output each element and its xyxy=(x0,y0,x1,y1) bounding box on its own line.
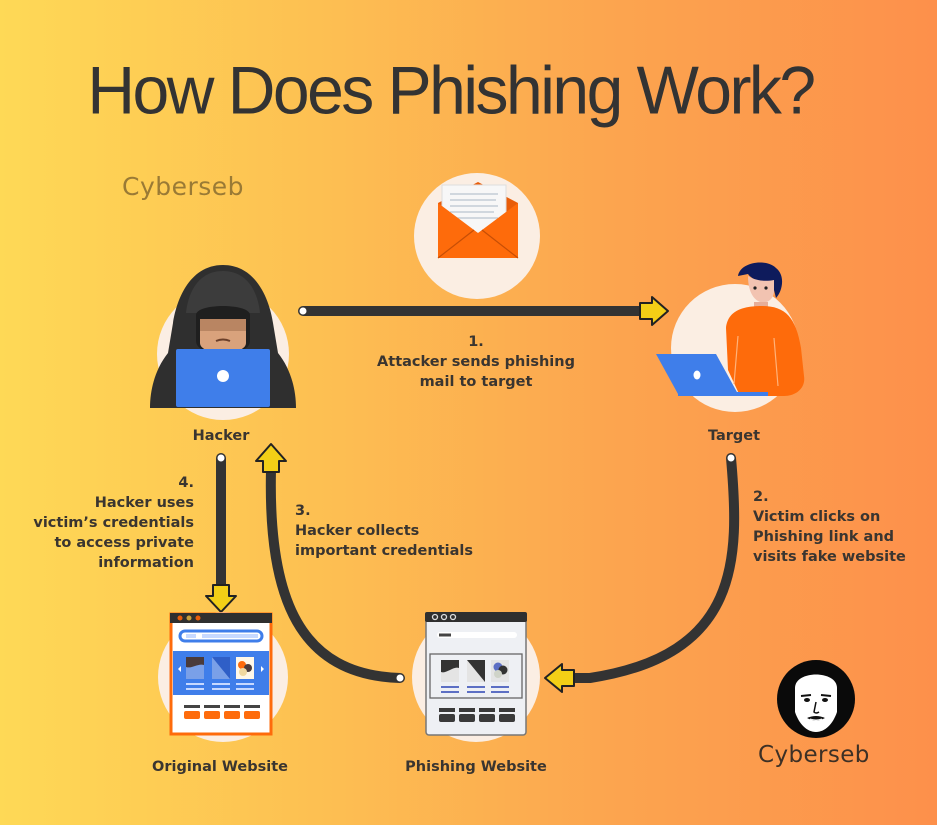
arrow-head-left-icon xyxy=(544,663,575,693)
arrow-step-1 xyxy=(298,296,669,326)
step-4-line: victim’s credentials xyxy=(33,515,194,531)
brand-name: Cyberseb xyxy=(758,742,870,768)
step-2-number: 2. xyxy=(753,489,769,505)
arrow-head-down-icon xyxy=(205,584,237,613)
step-2-text: 2. Victim clicks on Phishing link and vi… xyxy=(753,487,933,567)
step-1-number: 1. xyxy=(468,334,484,350)
step-3-line: Hacker collects xyxy=(295,523,420,539)
person-laptop-icon xyxy=(656,262,805,396)
target-label: Target xyxy=(707,428,761,444)
step-4-number: 4. xyxy=(178,475,194,491)
browser-window-icon xyxy=(169,612,273,736)
browser-window-icon xyxy=(425,612,527,736)
step-4-line: Hacker uses xyxy=(94,495,194,511)
phishing-website-label: Phishing Website xyxy=(405,759,547,775)
hooded-hacker-icon xyxy=(150,265,296,408)
arrow-head-right-icon xyxy=(639,296,669,326)
arrow-step-4 xyxy=(205,453,237,613)
arrow-head-up-icon xyxy=(255,443,287,473)
arrow-step-2 xyxy=(544,453,740,693)
step-3-text: 3. Hacker collects important credentials xyxy=(295,501,515,561)
avatar-icon xyxy=(777,660,855,738)
step-4-line: information xyxy=(98,555,194,571)
step-1-text: 1. Attacker sends phishing mail to targe… xyxy=(356,332,596,392)
step-3-number: 3. xyxy=(295,503,311,519)
watermark-text: Cyberseb xyxy=(122,172,245,201)
step-1-line: mail to target xyxy=(419,374,533,390)
step-4-line: to access private xyxy=(54,535,194,551)
step-3-line: important credentials xyxy=(295,543,473,559)
step-2-line: Phishing link and xyxy=(753,529,895,545)
envelope-icon xyxy=(437,182,519,259)
hacker-label: Hacker xyxy=(192,428,250,444)
step-1-line: Attacker sends phishing xyxy=(377,354,575,370)
original-website-label: Original Website xyxy=(152,759,288,775)
step-2-line: visits fake website xyxy=(753,549,906,565)
step-2-line: Victim clicks on xyxy=(753,509,881,525)
arrow-step-3 xyxy=(255,443,405,683)
step-4-text: 4. Hacker uses victim’s credentials to a… xyxy=(14,473,194,573)
page-title: How Does Phishing Work? xyxy=(87,52,816,128)
